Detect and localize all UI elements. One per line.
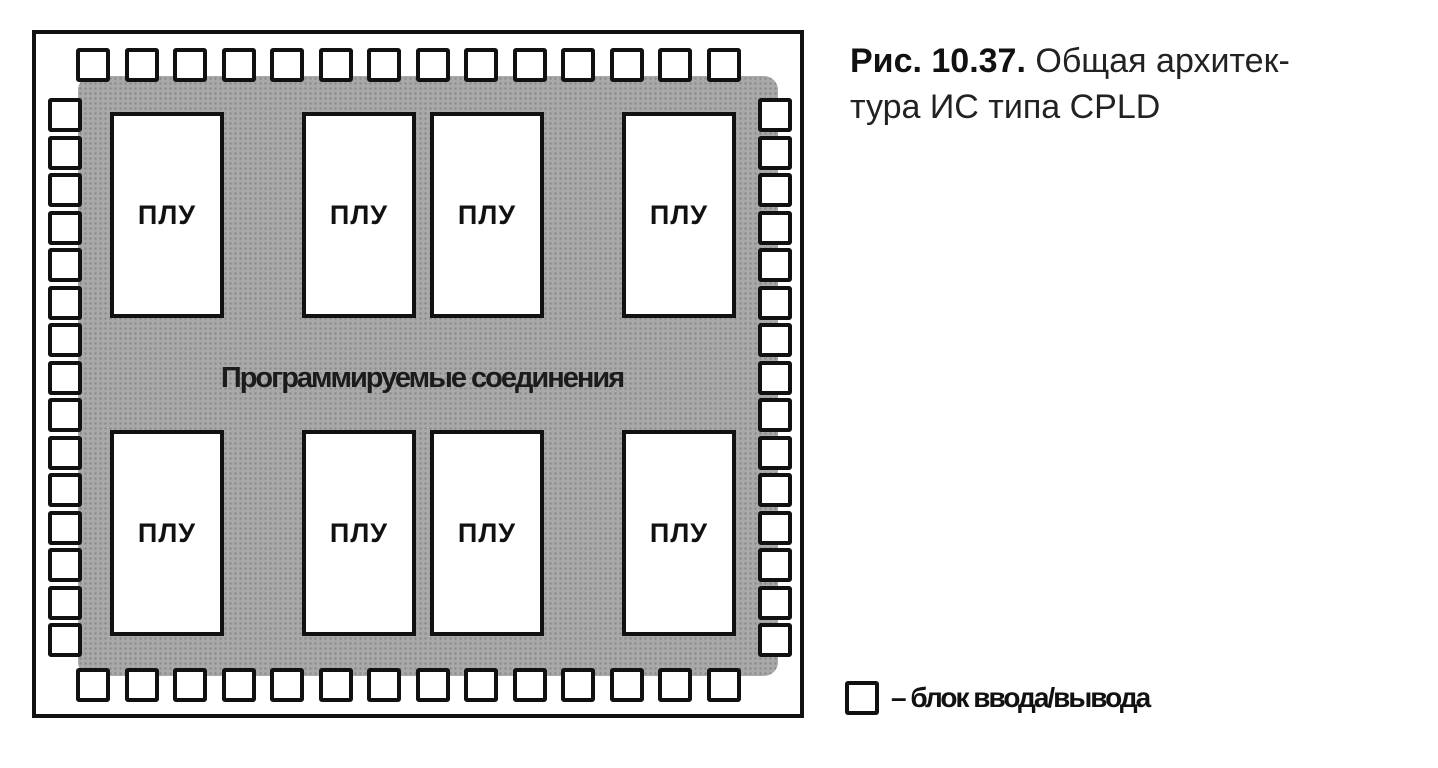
io-block	[758, 210, 792, 245]
io-block	[48, 623, 82, 657]
io-block	[758, 473, 792, 507]
logic-block-label: ПЛУ	[457, 517, 517, 548]
caption-line-1: Общая архитек-	[1035, 42, 1290, 80]
logic-block-top-3: ПЛУ	[430, 112, 544, 318]
caption-line-2: тура ИС типа CPLD	[850, 88, 1161, 126]
io-block	[758, 285, 792, 320]
logic-block-top-2: ПЛУ	[302, 112, 416, 318]
io-block	[48, 210, 82, 245]
io-block	[758, 360, 792, 395]
io-block	[758, 248, 792, 282]
io-block	[48, 398, 82, 432]
legend-text: – блок ввода/вывода	[891, 682, 1151, 713]
logic-block-label: ПЛУ	[329, 517, 389, 548]
logic-block-label: ПЛУ	[329, 199, 389, 230]
io-block	[48, 548, 82, 582]
io-block	[415, 668, 450, 702]
io-block	[758, 173, 792, 207]
logic-block-bottom-1: ПЛУ	[110, 430, 224, 636]
io-block	[758, 623, 792, 657]
io-block	[706, 48, 741, 82]
io-block	[124, 48, 159, 82]
figure-caption: Рис. 10.37. Общая архитек- тура ИС типа …	[850, 38, 1430, 130]
io-block	[48, 173, 82, 207]
io-block	[758, 323, 792, 357]
io-block	[48, 473, 82, 507]
io-block	[758, 135, 792, 170]
io-block	[464, 668, 498, 702]
io-block	[758, 510, 792, 545]
logic-block-label: ПЛУ	[649, 199, 709, 230]
logic-block-top-4: ПЛУ	[622, 112, 736, 318]
io-block	[48, 323, 82, 357]
io-block	[270, 668, 304, 702]
io-block	[415, 48, 450, 82]
logic-block-top-1: ПЛУ	[110, 112, 224, 318]
io-block	[76, 668, 110, 702]
io-block	[173, 668, 207, 702]
io-block	[48, 360, 82, 395]
io-block	[609, 48, 644, 82]
io-block	[367, 48, 401, 82]
io-block	[758, 435, 792, 470]
io-block	[48, 435, 82, 470]
io-block	[609, 668, 644, 702]
io-block	[658, 668, 692, 702]
io-block	[48, 135, 82, 170]
io-block	[124, 668, 159, 702]
io-block	[48, 585, 82, 620]
logic-block-label: ПЛУ	[457, 199, 517, 230]
io-block	[758, 585, 792, 620]
io-block	[48, 98, 82, 132]
io-block	[561, 668, 595, 702]
io-block	[76, 48, 110, 82]
io-block	[658, 48, 692, 82]
io-block	[561, 48, 595, 82]
logic-block-label: ПЛУ	[649, 517, 709, 548]
logic-block-bottom-2: ПЛУ	[302, 430, 416, 636]
io-block	[318, 668, 353, 702]
io-block	[48, 285, 82, 320]
interconnect-label: Программируемые соединения	[220, 362, 625, 394]
io-block	[221, 48, 256, 82]
io-block	[464, 48, 498, 82]
figure-number: Рис. 10.37.	[850, 42, 1026, 80]
io-block-legend-symbol	[845, 681, 879, 715]
cpld-chip: ПЛУ ПЛУ ПЛУ ПЛУ Программируемые соединен…	[32, 30, 804, 718]
io-block	[367, 668, 401, 702]
io-block	[758, 98, 792, 132]
io-block	[706, 668, 741, 702]
io-block	[48, 510, 82, 545]
io-block	[512, 668, 547, 702]
logic-block-bottom-3: ПЛУ	[430, 430, 544, 636]
io-block	[318, 48, 353, 82]
io-block	[758, 548, 792, 582]
io-block	[48, 248, 82, 282]
io-block	[270, 48, 304, 82]
io-block	[221, 668, 256, 702]
logic-block-bottom-4: ПЛУ	[622, 430, 736, 636]
io-block	[173, 48, 207, 82]
logic-block-label: ПЛУ	[137, 517, 197, 548]
io-block	[512, 48, 547, 82]
io-block	[758, 398, 792, 432]
logic-block-label: ПЛУ	[137, 199, 197, 230]
legend: – блок ввода/вывода	[845, 678, 1151, 718]
